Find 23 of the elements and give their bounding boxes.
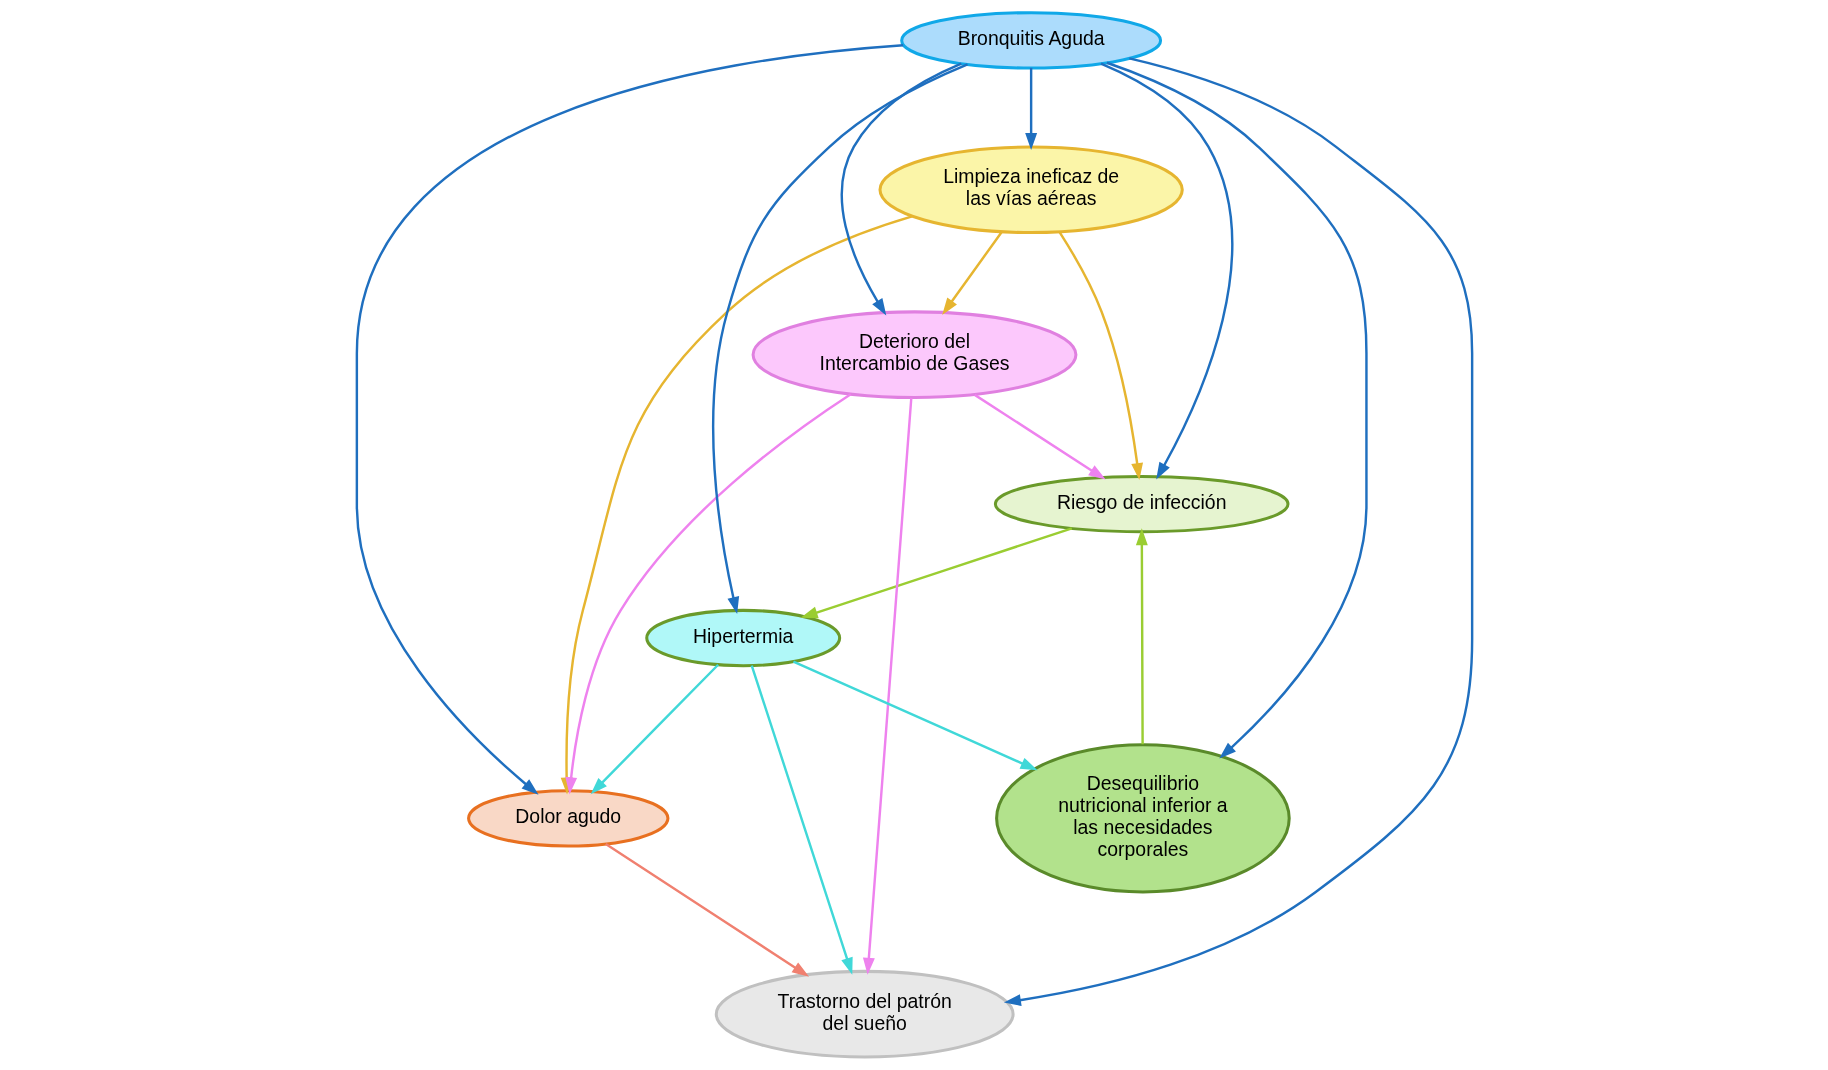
- node-ellipse: Deterioro del Intercambio de Gases: [751, 310, 1077, 399]
- arrow: [711, 63, 968, 615]
- arrow: [750, 665, 853, 975]
- arrow: [1003, 57, 1473, 1006]
- arrow: [1058, 231, 1143, 481]
- arrow: [604, 843, 809, 977]
- arrow: [1024, 67, 1037, 151]
- node-ellipse: Dolor agudo: [466, 789, 669, 848]
- arrow: [941, 231, 1003, 315]
- arrow: [1135, 528, 1148, 745]
- arrow: [564, 393, 851, 795]
- arrow: [1106, 61, 1368, 759]
- arrow: [1100, 62, 1233, 480]
- arrow: [862, 397, 912, 975]
- arrow: [792, 660, 1038, 771]
- arrow: [973, 393, 1106, 480]
- node-ellipse: Trastorno del patrón del sueño: [714, 969, 1015, 1059]
- arrow: [800, 527, 1072, 619]
- arrow: [590, 663, 719, 795]
- arrow: [840, 62, 962, 316]
- node-ellipse: Riesgo de infección: [993, 474, 1289, 534]
- node-ellipse: Bronquitis Aguda: [899, 11, 1162, 70]
- node-ellipse: Limpieza ineficaz de las vías aéreas: [878, 145, 1184, 235]
